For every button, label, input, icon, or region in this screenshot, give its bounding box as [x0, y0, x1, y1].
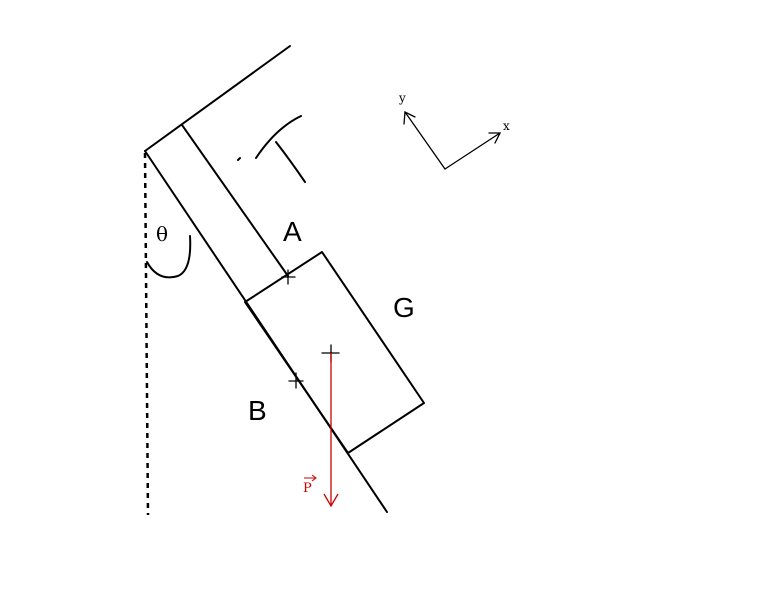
- rod-to-point-a: [181, 124, 289, 277]
- label-point-a: A: [283, 216, 302, 247]
- block-body: [244, 251, 425, 454]
- point-a-marker: [281, 269, 296, 285]
- label-center-g: G: [393, 292, 415, 323]
- support-top-edge: [144, 45, 291, 152]
- label-force-p: P: [303, 474, 317, 496]
- label-axis-x: x: [503, 119, 510, 133]
- label-force-p-text: P: [303, 481, 312, 496]
- label-angle-theta: θ: [156, 222, 168, 246]
- angle-theta-arc: [146, 235, 192, 279]
- ground-hatch-marks: [237, 115, 306, 183]
- label-point-b: B: [248, 395, 267, 426]
- label-axis-y: y: [398, 91, 406, 105]
- point-b-marker: [288, 372, 304, 389]
- vertical-reference-line: [143, 152, 150, 516]
- axes-symbol: [403, 110, 502, 170]
- force-p-arrow: [323, 353, 339, 508]
